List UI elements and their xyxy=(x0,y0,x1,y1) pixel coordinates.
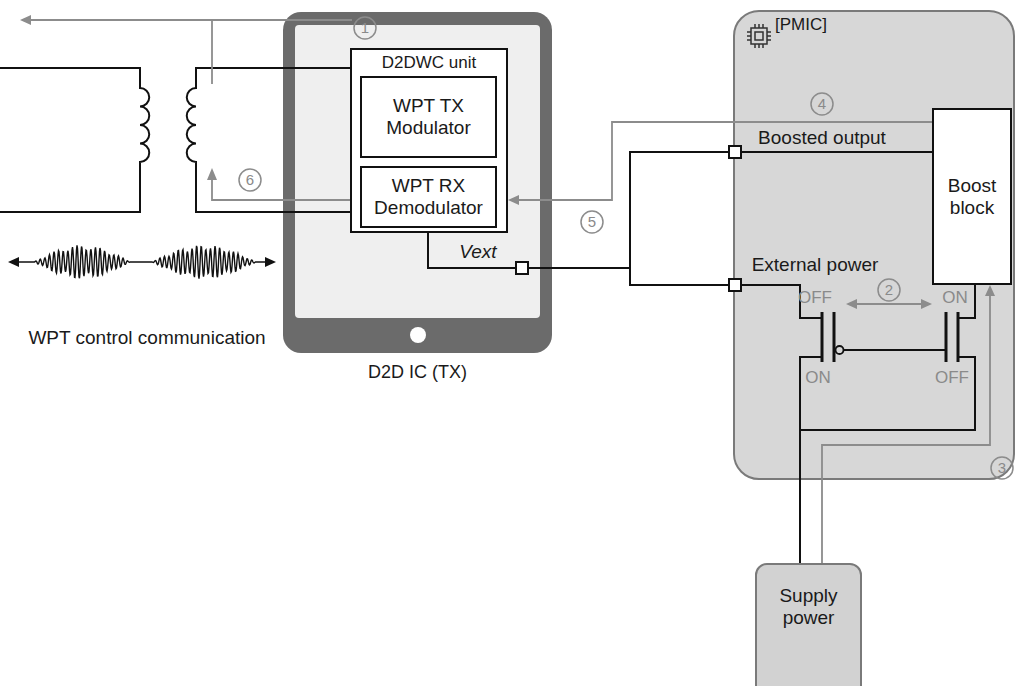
caption-label: WPT control communication xyxy=(28,327,265,349)
switch-state: OFF xyxy=(798,288,832,308)
node-label: Boost block xyxy=(934,175,1010,219)
inverter-bubble xyxy=(836,346,844,354)
connector xyxy=(428,152,733,268)
gate-wire xyxy=(844,349,947,351)
label-holder: Boosted output xyxy=(758,127,886,149)
arrowhead xyxy=(846,299,857,309)
arrowhead xyxy=(508,195,519,205)
connector xyxy=(508,122,932,205)
secondary-coil xyxy=(187,68,350,212)
chip-panel: [PMIC] Boost block xyxy=(733,10,1015,480)
callout-number: 2 xyxy=(885,281,893,298)
callout-number: 3 xyxy=(998,459,1006,476)
chip-pins xyxy=(747,24,771,48)
callout-circles xyxy=(239,17,1013,479)
node-label: Supply power xyxy=(757,585,860,629)
label-holder: ON xyxy=(805,368,831,388)
callout-number: 6 xyxy=(246,171,254,188)
pmic-wiring xyxy=(630,152,975,480)
callout-number: 5 xyxy=(588,213,596,230)
signal-arrow xyxy=(30,19,352,21)
transistor-symbols xyxy=(822,312,958,362)
chip-body xyxy=(751,28,767,44)
arrowheads xyxy=(20,15,932,309)
arrowhead xyxy=(265,257,276,267)
device-outline: D2D IC (TX)D2DWC unitWPT TX ModulatorWPT… xyxy=(283,12,552,353)
chip-icon xyxy=(747,24,771,48)
transistor-gate xyxy=(833,312,836,362)
label-holder: 5 xyxy=(588,213,596,231)
arrowhead xyxy=(985,285,995,296)
node-label: D2DWC unit xyxy=(352,53,506,73)
connector-line xyxy=(799,480,801,563)
label-holder: WPT control communication xyxy=(28,327,265,349)
unit-box: D2DWC unitWPT TX ModulatorWPT RX Demodul… xyxy=(350,48,508,233)
power-source-box: Supply power xyxy=(755,563,862,686)
label-holder: 2 xyxy=(885,281,893,299)
wire xyxy=(630,268,729,285)
callout-number: 4 xyxy=(818,95,826,112)
connector-line xyxy=(519,122,932,200)
callout-circle xyxy=(239,169,261,191)
process-box: WPT TX Modulator xyxy=(360,76,497,158)
transistor-gate xyxy=(945,312,948,362)
switch-state: OFF xyxy=(935,368,969,388)
wire xyxy=(741,151,932,153)
transistor-channel xyxy=(821,312,824,362)
label-holder: 4 xyxy=(818,95,826,113)
arrowhead xyxy=(20,15,31,25)
label-holder: OFF xyxy=(935,368,969,388)
terminal-pad xyxy=(729,146,741,158)
switch-state: ON xyxy=(942,288,968,308)
callout-circle xyxy=(878,279,900,301)
connector xyxy=(822,285,995,563)
label-holder: External power xyxy=(752,254,879,276)
callout-circle xyxy=(581,211,603,233)
label-holder: Vext xyxy=(459,241,496,263)
node-label: WPT TX Modulator xyxy=(362,95,495,139)
label-holder: ON xyxy=(942,288,968,308)
terminal-pads xyxy=(516,146,741,291)
switch-state: ON xyxy=(805,368,831,388)
terminal-pad xyxy=(516,262,528,274)
label-holder: 3 xyxy=(998,459,1006,477)
arrowhead xyxy=(921,299,932,309)
wire xyxy=(800,357,975,430)
connector-line xyxy=(428,152,733,268)
label-holder: OFF xyxy=(798,288,832,308)
transistor-channel xyxy=(957,312,960,362)
primary-coil xyxy=(0,68,149,212)
process-box: WPT RX Demodulator xyxy=(360,166,497,228)
connector xyxy=(800,480,801,563)
callout-number: 1 xyxy=(361,19,369,36)
label-holder: 6 xyxy=(246,171,254,189)
node-label: D2D IC (TX) xyxy=(283,362,552,383)
node-label: WPT RX Demodulator xyxy=(362,175,495,219)
waveform xyxy=(8,245,276,278)
callout-circle xyxy=(811,93,833,115)
callout-circle xyxy=(991,457,1013,479)
coil-wiring xyxy=(0,68,350,212)
terminal-label: Boosted output xyxy=(758,127,886,149)
signal-arrow xyxy=(212,180,350,200)
chip-core xyxy=(755,32,763,40)
node-label: [PMIC] xyxy=(735,12,1013,35)
terminal-label: External power xyxy=(752,254,879,276)
switch-arrow xyxy=(856,303,922,305)
process-box: Boost block xyxy=(932,108,1012,285)
callout-circle xyxy=(354,17,376,39)
signal-name: Vext xyxy=(459,241,496,263)
home-button xyxy=(410,327,426,343)
terminal-pad xyxy=(729,279,741,291)
signal-arrow xyxy=(211,20,213,84)
label-holder: 1 xyxy=(361,19,369,37)
arrowhead xyxy=(8,257,19,267)
arrowhead xyxy=(207,168,217,180)
waveform-line xyxy=(18,245,270,278)
